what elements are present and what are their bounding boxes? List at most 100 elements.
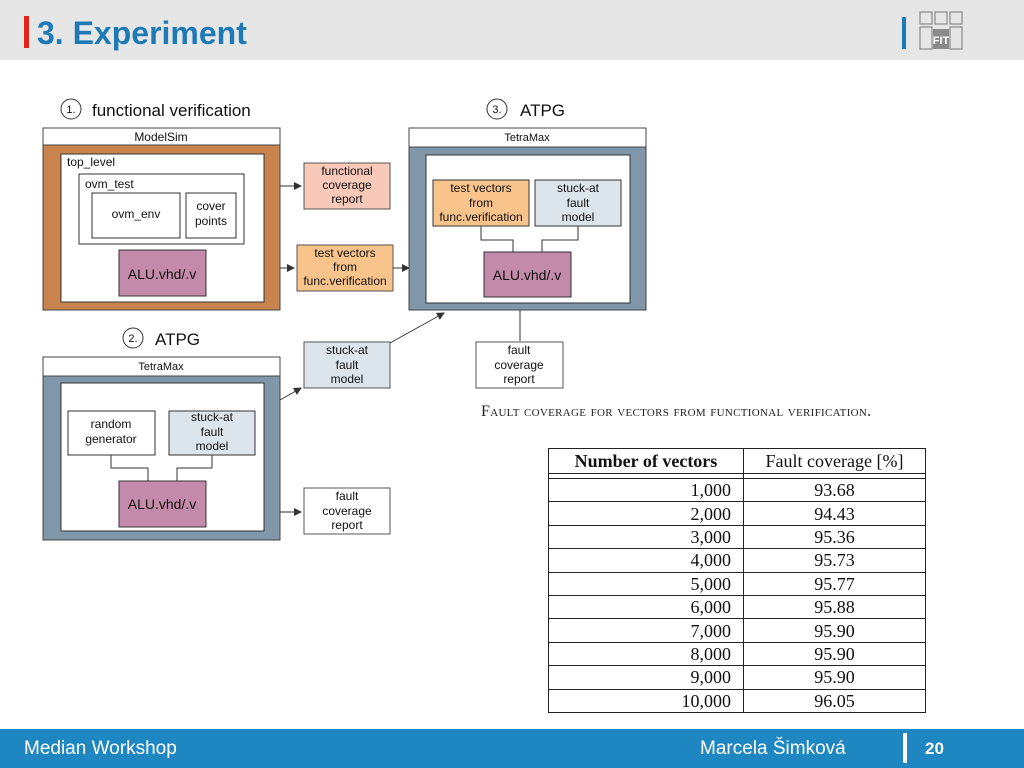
stuck-at-3-line-2: fault	[567, 196, 590, 210]
stuck-at-2-line-1: stuck-at	[191, 410, 234, 424]
step3-number: 3.	[492, 104, 501, 116]
fault-coverage-table: Number of vectors Fault coverage [%] 1,0…	[548, 448, 926, 713]
logo-text: FIT	[933, 35, 950, 47]
stuck-at-mid-line-1: stuck-at	[326, 343, 369, 357]
fault-report-2-line-3: report	[331, 518, 363, 532]
step2-heading: ATPG	[155, 330, 200, 349]
cell-coverage: 95.77	[743, 571, 926, 596]
arrow-to-stuck-model	[279, 387, 302, 401]
tetramax2-label: TetraMax	[138, 361, 184, 373]
cell-coverage: 96.05	[743, 688, 926, 713]
title-accent-bar	[24, 16, 29, 48]
fault-report-box-3	[475, 341, 564, 389]
random-generator-line-1: random	[91, 417, 132, 431]
stuck-at-2-line-2: fault	[201, 425, 224, 439]
cell-vectors: 7,000	[548, 618, 744, 643]
ovm-test-label: ovm_test	[85, 177, 134, 191]
functional-report-line-1: functional	[321, 164, 372, 178]
functional-report-line-2: coverage	[322, 178, 372, 192]
fault-report-2-line-1: fault	[336, 489, 359, 503]
ovm-env-label: ovm_env	[112, 207, 161, 221]
cover-points-label-1: cover	[196, 199, 225, 213]
stuck-at-3-line-3: model	[562, 210, 595, 224]
tetramax3-label: TetraMax	[504, 132, 550, 144]
stuck-at-box-3	[534, 179, 622, 227]
footer-event: Median Workshop	[24, 738, 177, 759]
fault-report-box-2	[303, 487, 391, 535]
cell-vectors: 4,000	[548, 548, 744, 573]
cell-vectors: 8,000	[548, 641, 744, 667]
cell-coverage: 95.88	[743, 594, 926, 620]
connector-stuck3-alu	[541, 226, 579, 252]
logo-accent-bar	[902, 17, 906, 49]
slide-footer	[0, 729, 1024, 768]
cover-points-box	[185, 192, 237, 239]
slide-header	[0, 0, 1024, 60]
cell-coverage: 95.73	[743, 548, 926, 573]
alu-label-3: ALU.vhd/.v	[493, 267, 561, 283]
arrow-stuck-to-tetramax3	[389, 312, 445, 344]
fault-report-3-line-1: fault	[508, 343, 531, 357]
stuck-at-3-line-1: stuck-at	[557, 181, 600, 195]
slide-title: 3. Experiment	[37, 15, 247, 51]
alu-label-2: ALU.vhd/.v	[128, 496, 196, 512]
test-vectors-inner-line-2: from	[469, 196, 493, 210]
test-vectors-inner-box	[432, 179, 530, 227]
connector-random-alu	[110, 455, 149, 481]
test-vectors-inner-line-1: test vectors	[450, 181, 511, 195]
header-fault-coverage: Fault coverage [%]	[743, 448, 926, 474]
connector-stuck-alu	[176, 455, 213, 481]
test-vectors-line-3: func.verification	[303, 274, 386, 288]
test-vectors-inner-line-3: func.verification	[439, 210, 522, 224]
stuck-at-box-2	[168, 410, 256, 456]
modelsim-label: ModelSim	[134, 130, 187, 144]
fit-logo-icon: FIT	[919, 11, 963, 50]
step1-heading: functional verification	[92, 101, 251, 120]
step2-group: 2. ATPG TetraMax random generator stuck-…	[42, 327, 281, 541]
alu-box-2	[118, 480, 207, 528]
fault-report-2-line-2: coverage	[322, 504, 372, 518]
alu-box-3	[483, 251, 572, 298]
stuck-at-mid-line-2: fault	[336, 358, 359, 372]
footer-separator	[903, 733, 907, 763]
step1-number-circle	[60, 98, 82, 120]
cover-points-label-2: points	[195, 214, 227, 228]
cell-vectors: 10,000	[548, 688, 744, 713]
step3-heading: ATPG	[520, 101, 565, 120]
cell-coverage: 95.90	[743, 641, 926, 667]
footer-author: Marcela Šimková	[700, 738, 846, 759]
cell-vectors: 3,000	[548, 524, 744, 550]
random-generator-box	[67, 410, 156, 456]
ovm-env-box	[91, 192, 181, 239]
alu-label-1: ALU.vhd/.v	[128, 266, 196, 282]
page-number: 20	[925, 739, 944, 758]
cell-vectors: 5,000	[548, 571, 744, 596]
fault-report-3-line-2: coverage	[494, 358, 544, 372]
test-vectors-line-2: from	[333, 260, 357, 274]
step2-number: 2.	[128, 333, 137, 345]
step1-number: 1.	[66, 104, 75, 116]
cell-vectors: 6,000	[548, 594, 744, 620]
cell-coverage: 95.90	[743, 618, 926, 643]
table-caption: Fault coverage for vectors from function…	[481, 403, 872, 420]
functional-report-line-3: report	[331, 192, 363, 206]
cell-vectors: 2,000	[548, 501, 744, 526]
table-header-row: Number of vectors Fault coverage [%]	[548, 448, 926, 474]
alu-box-1	[118, 249, 207, 297]
step3-group: 3. ATPG TetraMax test vectors from func.…	[408, 98, 647, 311]
cell-coverage: 95.36	[743, 524, 926, 550]
step1-group: 1. functional verification ModelSim top_…	[42, 98, 281, 311]
stuck-at-model-box	[303, 341, 391, 389]
step3-number-circle	[486, 98, 508, 120]
stuck-at-mid-line-3: model	[331, 372, 364, 386]
